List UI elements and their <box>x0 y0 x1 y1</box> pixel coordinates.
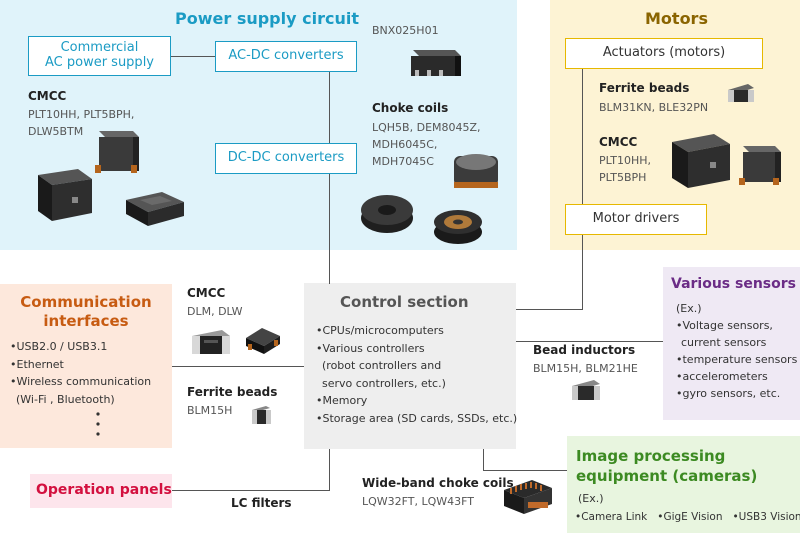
comm-cmcc-label: CMCC <box>187 286 226 300</box>
control-title: Control section <box>340 293 469 311</box>
motors-cmcc-label: CMCC <box>599 135 638 149</box>
image-title-line2: equipment (cameras) <box>576 467 758 485</box>
choke-parts-line3: MDH7045C <box>372 155 434 168</box>
sensors-item-accelerometers: •accelerometers <box>676 370 768 383</box>
comm-title-line1: Communication <box>20 293 152 311</box>
connector-control-operation-v <box>329 449 330 491</box>
choke-coil-top-icon <box>454 154 498 188</box>
motors-cmcc-parts: PLT10HH, PLT5BPH <box>599 152 651 186</box>
choke-coil-round-icon <box>361 195 413 233</box>
cmcc-wide-component-icon <box>38 169 92 221</box>
comm-vertical-ellipsis-icon <box>96 412 100 436</box>
connector-control-image-v <box>483 449 484 471</box>
control-item-memory: •Memory <box>316 394 368 407</box>
motors-title: Motors <box>645 9 708 28</box>
bead-inductors-label: Bead inductors <box>533 343 636 357</box>
bnx-part: BNX025H01 <box>372 24 439 37</box>
sensors-ex: (Ex.) <box>676 302 702 315</box>
connector-control-operation-h <box>172 490 330 491</box>
comm-ferrite-label: Ferrite beads <box>187 385 278 399</box>
image-ex: (Ex.) <box>578 492 604 505</box>
comm-region <box>0 284 172 448</box>
acdc-converters-box: AC-DC converters <box>215 41 357 72</box>
comm-list: •USB2.0 / USB3.1 •Ethernet •Wireless com… <box>10 338 151 408</box>
power-cmcc-parts-line2: DLW5BTM <box>28 125 84 138</box>
sensors-item-voltage: •Voltage sensors, <box>676 319 773 332</box>
commercial-line1: Commercial <box>60 40 139 56</box>
cmcc-tall-component-icon <box>95 131 139 173</box>
connector-motors-vertical <box>582 69 583 309</box>
connector-control-motors <box>516 309 583 310</box>
motors-cmcc-small-icon <box>739 146 781 185</box>
motor-drivers-box: Motor drivers <box>565 204 707 235</box>
sensors-region <box>663 267 800 420</box>
commercial-ac-box: Commercial AC power supply <box>28 36 171 76</box>
choke-coils-parts: LQH5B, DEM8045Z, MDH6045C, MDH7045C <box>372 119 481 170</box>
cmcc-flat-component-icon <box>126 192 184 226</box>
connector-acdc-down <box>329 72 330 284</box>
operation-region <box>30 474 172 508</box>
comm-ferrite-bead-icon <box>252 406 271 424</box>
control-item-storage: •Storage area (SD cards, SSDs, etc.) <box>316 411 518 425</box>
dlw-component-icon <box>246 328 280 354</box>
wideband-parts: LQW32FT, LQW43FT <box>362 495 475 508</box>
connector-control-sensors <box>516 341 663 342</box>
control-list: •CPUs/microcomputers •Various controller… <box>316 322 517 427</box>
comm-item-usb: •USB2.0 / USB3.1 <box>10 340 108 353</box>
motors-cmcc-parts-line1: PLT10HH, <box>599 154 652 167</box>
power-cmcc-label: CMCC <box>28 89 67 103</box>
lc-filters-label: LC filters <box>231 496 292 510</box>
motors-ferrite-label: Ferrite beads <box>599 81 690 95</box>
choke-coils-label: Choke coils <box>372 101 449 115</box>
control-item-robot: (robot controllers and <box>322 359 442 372</box>
actuators-box: Actuators (motors) <box>565 38 763 69</box>
control-item-controllers: •Various controllers <box>316 341 425 355</box>
bead-inductors-parts: BLM15H, BLM21HE <box>533 362 638 375</box>
connector-comm-control <box>172 366 304 367</box>
comm-ferrite-parts: BLM15H <box>187 404 233 417</box>
sensors-list: (Ex.) •Voltage sensors, current sensors … <box>676 300 797 402</box>
wideband-label: Wide-band choke coils <box>362 476 514 490</box>
motors-cmcc-wide-icon <box>672 134 730 188</box>
sensors-item-gyro: •gyro sensors, etc. <box>676 387 781 400</box>
comm-item-wireless: •Wireless communication <box>10 375 152 388</box>
sensors-item-temperature: •temperature sensors <box>676 353 798 366</box>
control-item-cpu: •CPUs/microcomputers <box>316 324 444 337</box>
comm-item-ethernet: •Ethernet <box>10 357 64 371</box>
connector-control-image-h <box>483 470 567 471</box>
image-title: Image processing equipment (cameras) <box>576 446 757 486</box>
wideband-choke-icon <box>504 480 552 514</box>
image-title-line1: Image processing <box>576 447 726 465</box>
motors-cmcc-parts-line2: PLT5BPH <box>599 171 647 184</box>
power-cmcc-parts: PLT10HH, PLT5BPH, DLW5BTM <box>28 106 134 140</box>
bnx-component-icon <box>411 50 461 76</box>
comm-title: Communication interfaces <box>8 293 164 331</box>
choke-parts-line1: LQH5B, DEM8045Z, <box>372 121 481 134</box>
power-cmcc-parts-line1: PLT10HH, PLT5BPH, <box>28 108 135 121</box>
connector-commercial-acdc <box>171 56 215 57</box>
control-region <box>304 283 516 449</box>
comm-item-wifi: (Wi-Fi , Bluetooth) <box>16 392 115 406</box>
dcdc-converters-box: DC-DC converters <box>215 143 357 174</box>
operation-title: Operation panels <box>36 482 172 498</box>
sensors-title: Various sensors <box>671 276 796 292</box>
comm-title-line2: interfaces <box>43 312 129 330</box>
sensors-item-current: current sensors <box>681 336 767 349</box>
control-item-servo: servo controllers, etc.) <box>322 376 446 390</box>
bead-inductor-icon <box>572 380 600 400</box>
dlm-component-icon <box>192 330 230 354</box>
choke-coil-drum-icon <box>434 210 482 244</box>
choke-parts-line2: MDH6045C, <box>372 138 438 151</box>
commercial-line2: AC power supply <box>44 55 154 70</box>
motors-ferrite-parts: BLM31KN, BLE32PN <box>599 101 709 114</box>
image-region <box>567 436 800 533</box>
power-title: Power supply circuit <box>175 9 359 28</box>
comm-cmcc-parts: DLM, DLW <box>187 305 243 318</box>
image-items: •Camera Link •GigE Vision •USB3 Vision <box>575 511 800 523</box>
motors-ferrite-bead-icon <box>728 84 754 102</box>
